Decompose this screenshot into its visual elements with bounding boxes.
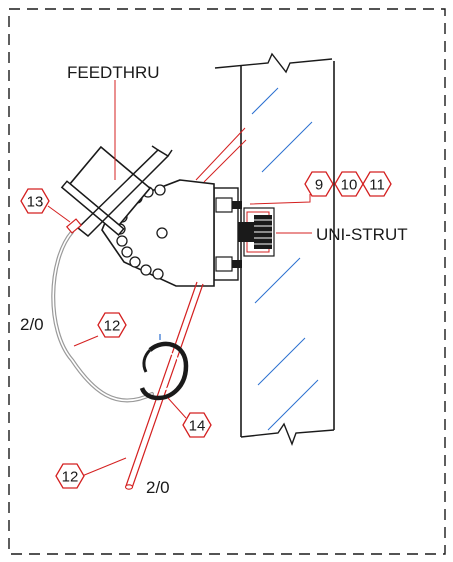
svg-text:13: 13 bbox=[27, 194, 44, 211]
callout-12-upper: 12 bbox=[97, 312, 127, 338]
wall-panel bbox=[214, 52, 335, 446]
leader-9-10-11 bbox=[249, 194, 311, 205]
leader-14 bbox=[167, 397, 187, 419]
dashed-border bbox=[8, 8, 446, 555]
cable-size-label-bottom: 2/0 bbox=[146, 478, 170, 497]
center-hole bbox=[156, 227, 168, 239]
cable-lug bbox=[65, 218, 83, 234]
callout-14: 14 bbox=[182, 412, 212, 438]
svg-text:12: 12 bbox=[104, 318, 121, 335]
leader-12-upper bbox=[73, 335, 99, 347]
svg-text:10: 10 bbox=[341, 177, 358, 194]
leader-13 bbox=[47, 205, 71, 223]
svg-text:11: 11 bbox=[369, 177, 385, 194]
svg-text:9: 9 bbox=[315, 177, 323, 194]
leader-12-lower bbox=[81, 457, 127, 477]
mounting-plate bbox=[213, 187, 242, 281]
conduit-pipe bbox=[124, 281, 204, 490]
callout-11: 11 bbox=[362, 171, 392, 197]
ground-cable bbox=[51, 218, 154, 403]
unistrut-label: UNI-STRUT bbox=[316, 225, 408, 244]
bracket-tie-lines bbox=[195, 127, 247, 183]
svg-text:14: 14 bbox=[189, 418, 206, 435]
callout-13: 13 bbox=[20, 188, 50, 214]
callout-12-lower: 12 bbox=[55, 463, 85, 489]
feedthru-label: FEEDTHRU bbox=[67, 63, 160, 82]
callout-9: 9 bbox=[304, 171, 334, 197]
svg-text:12: 12 bbox=[62, 469, 79, 486]
feedthru-flange bbox=[77, 145, 173, 238]
unistrut-channel bbox=[232, 207, 275, 257]
cable-size-label-left: 2/0 bbox=[20, 315, 44, 334]
feedthru-box bbox=[60, 145, 152, 236]
c-clamp bbox=[139, 334, 189, 401]
glass-hatching bbox=[251, 87, 319, 431]
callout-10: 10 bbox=[334, 171, 364, 197]
